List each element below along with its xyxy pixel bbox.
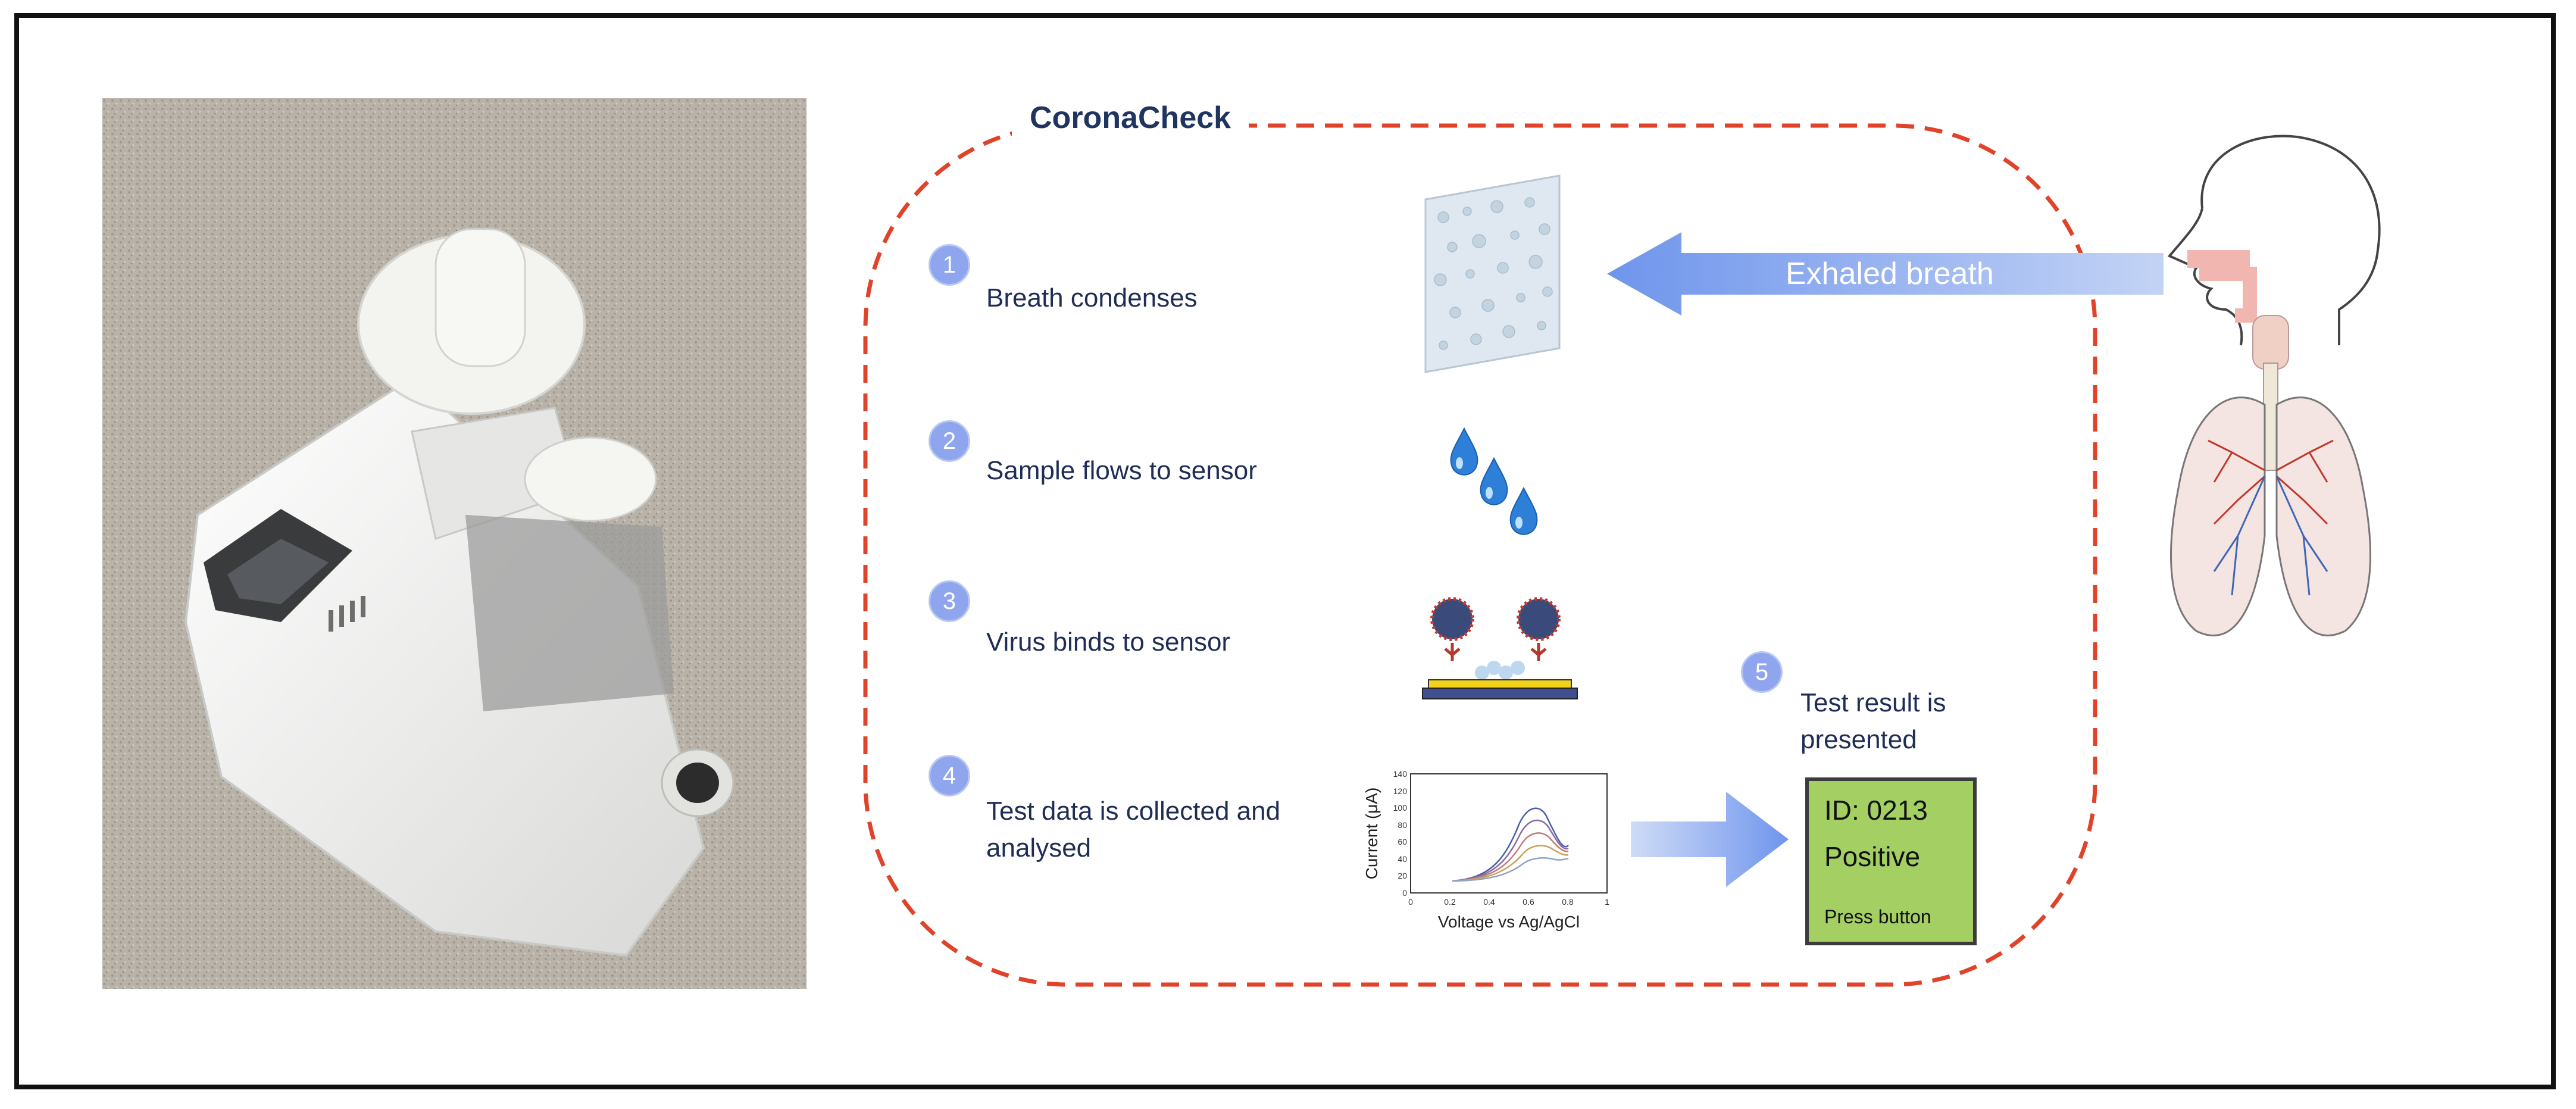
x-tick: 0.4 xyxy=(1483,897,1495,907)
y-tick: 120 xyxy=(1393,786,1408,796)
virus-sensor-icon xyxy=(1422,597,1578,699)
device-photo xyxy=(102,98,806,989)
diagram-title: CoronaCheck xyxy=(1012,100,1249,136)
x-tick: 0.2 xyxy=(1444,897,1456,907)
result-arrow xyxy=(1631,792,1789,887)
condensation-plate-icon xyxy=(1424,174,1561,373)
step-2-label: Sample flows to sensor xyxy=(986,456,1257,485)
step-5-number: 5 xyxy=(1741,651,1783,693)
y-tick: 140 xyxy=(1393,769,1408,779)
y-tick: 40 xyxy=(1398,854,1407,864)
display-result: Positive xyxy=(1824,841,1921,872)
step-3-label: Virus binds to sensor xyxy=(986,627,1231,657)
display-id: ID: 0213 xyxy=(1824,795,1928,826)
step-1-number: 1 xyxy=(929,244,970,286)
y-tick: 20 xyxy=(1398,871,1407,880)
x-tick: 1 xyxy=(1605,897,1609,907)
step-1-label: Breath condenses xyxy=(986,283,1198,313)
step-4-number: 4 xyxy=(929,755,970,796)
exhaled-breath-arrow xyxy=(1607,232,2164,315)
step-5-label: Test result is presented xyxy=(1800,688,1946,754)
step-4-label: Test data is collected and analysed xyxy=(986,796,1281,863)
x-axis-label: Voltage vs Ag/AgCl xyxy=(1438,913,1580,931)
y-axis-label: Current (μA) xyxy=(1362,788,1381,880)
display-button-text: Press button xyxy=(1824,906,1931,927)
droplets-icon xyxy=(1450,427,1538,535)
y-tick: 60 xyxy=(1398,837,1407,846)
x-tick: 0 xyxy=(1408,897,1413,907)
exhaled-breath-label: Exhaled breath xyxy=(1786,257,1994,291)
y-tick: 100 xyxy=(1393,803,1408,813)
y-tick: 80 xyxy=(1398,820,1407,830)
result-display: ID: 0213 Positive Press button xyxy=(1805,777,1977,945)
voltammogram-plot: 0 20 40 60 80 100 120 140 0 0.2 0.4 0.6 … xyxy=(1362,769,1609,931)
y-tick: 0 xyxy=(1402,888,1407,898)
step-3-number: 3 xyxy=(929,580,970,622)
coronacheck-boundary xyxy=(863,123,2097,987)
step-2-number: 2 xyxy=(929,420,970,462)
head-lungs-illustration xyxy=(2167,135,2381,637)
x-tick: 0.8 xyxy=(1562,897,1574,907)
x-tick: 0.6 xyxy=(1523,897,1534,907)
